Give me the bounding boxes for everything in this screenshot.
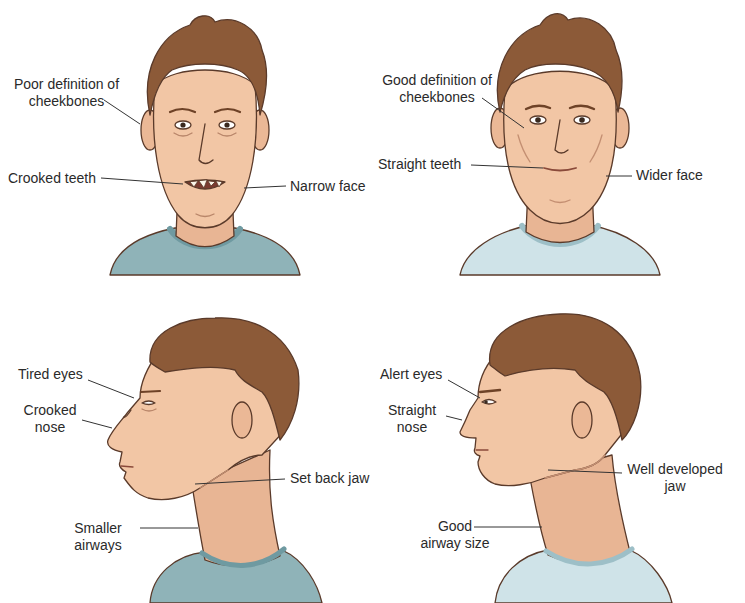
leader-line xyxy=(88,380,134,398)
ear xyxy=(572,402,592,438)
label-box: Good airway size xyxy=(418,518,493,552)
mouth xyxy=(476,449,488,450)
leader-lines xyxy=(82,98,632,528)
jaw-line xyxy=(545,455,605,478)
leader-line xyxy=(471,165,543,168)
label-box: Well developed jaw xyxy=(625,461,725,495)
face xyxy=(504,71,617,223)
callout-label: Crooked nose xyxy=(19,402,81,436)
leader-line xyxy=(548,470,622,473)
eye xyxy=(530,116,546,124)
label-box: Alert eyes xyxy=(380,366,442,383)
label-box: Crooked teeth xyxy=(8,170,96,187)
label-box: Set back jaw xyxy=(290,470,369,487)
crooked-nose-bump xyxy=(124,410,131,417)
leader-line xyxy=(482,98,524,128)
eye-bag xyxy=(142,409,156,411)
label-box: Tired eyes xyxy=(18,366,83,383)
hair xyxy=(490,314,641,440)
leader-line xyxy=(82,420,112,428)
narrow-face-front xyxy=(110,16,300,275)
label-box: Straight teeth xyxy=(378,156,461,173)
cheekbones xyxy=(518,135,602,162)
callout-label: Wider face xyxy=(636,167,703,184)
eyebrow xyxy=(526,106,594,109)
pupil xyxy=(180,122,185,127)
tired-eye xyxy=(142,401,155,405)
callout-label: Crooked teeth xyxy=(8,170,96,187)
ear xyxy=(232,402,252,438)
chin-line xyxy=(550,200,570,203)
pupil xyxy=(579,117,585,123)
leader-line xyxy=(195,479,285,484)
eyebrow xyxy=(170,109,240,112)
hair xyxy=(150,318,299,440)
callout-label: Narrow face xyxy=(290,178,365,195)
label-box: Good definition of cheekbones xyxy=(375,72,500,106)
crooked-teeth xyxy=(190,180,222,188)
nose xyxy=(199,124,213,164)
chin-line xyxy=(196,214,214,217)
leader-line xyxy=(244,186,286,188)
eyebrow xyxy=(480,390,500,392)
callout-label: Alert eyes xyxy=(380,366,442,383)
leader-line xyxy=(140,528,198,529)
leader-line xyxy=(101,178,183,184)
open-mouth xyxy=(185,180,225,189)
label-box: Wider face xyxy=(636,167,703,184)
leader-line xyxy=(446,416,462,420)
leader-line xyxy=(606,176,632,177)
jaw-line xyxy=(200,470,228,488)
pupil xyxy=(535,117,541,123)
pupil xyxy=(484,400,488,404)
mouth xyxy=(121,466,133,467)
collar xyxy=(202,549,284,565)
callout-label: Good definition of cheekbones xyxy=(375,72,500,106)
callout-label: Smaller airways xyxy=(61,520,136,554)
alert-eye xyxy=(482,400,496,405)
eyebrow xyxy=(141,391,160,392)
leader-line xyxy=(474,527,542,528)
callout-label: Set back jaw xyxy=(290,470,369,487)
label-box: Poor definition of cheekbones xyxy=(4,76,129,110)
label-box: Smaller airways xyxy=(61,520,136,554)
label-box: Straight nose xyxy=(381,402,443,436)
leader-line xyxy=(104,100,140,124)
recessed-profile xyxy=(108,318,322,603)
eye-bags xyxy=(174,133,236,136)
eye xyxy=(574,116,590,124)
nose xyxy=(555,120,568,153)
callout-label: Straight teeth xyxy=(378,156,461,173)
callout-label: Straight nose xyxy=(381,402,443,436)
forward-profile xyxy=(460,314,672,603)
leader-line xyxy=(448,380,480,398)
wide-face-front xyxy=(460,14,660,275)
label-box: Narrow face xyxy=(290,178,365,195)
face xyxy=(154,70,257,228)
callout-label: Well developed jaw xyxy=(625,461,725,495)
callout-label: Good airway size xyxy=(418,518,493,552)
eye xyxy=(219,121,235,129)
eye xyxy=(175,121,191,129)
hair xyxy=(497,14,621,112)
closed-mouth xyxy=(544,168,576,171)
label-box: Crooked nose xyxy=(19,402,81,436)
callout-label: Tired eyes xyxy=(18,366,83,383)
collar xyxy=(546,549,632,564)
hair xyxy=(147,16,266,115)
pupil xyxy=(224,122,229,127)
callout-label: Poor definition of cheekbones xyxy=(4,76,129,110)
